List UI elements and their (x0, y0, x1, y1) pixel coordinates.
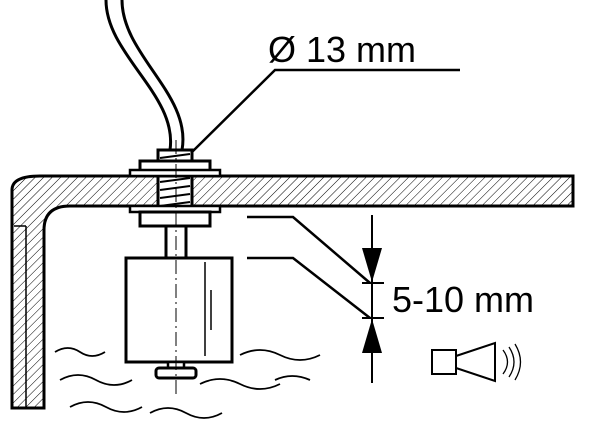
cable (104, 0, 185, 152)
liquid-waves (54, 347, 321, 419)
diameter-leader (191, 68, 460, 153)
dimension-arrow-down (362, 248, 382, 282)
distance-label: 5-10 mm (392, 279, 534, 320)
dimension-arrow-up (362, 319, 382, 353)
sensor-icon (431, 341, 496, 383)
lower-nut (138, 210, 212, 228)
float-body (124, 256, 234, 364)
tank-wall (10, 174, 575, 410)
dimension-leader-top (247, 215, 371, 284)
sound-wave-icon (502, 343, 522, 381)
dimension-leader-bottom (247, 256, 371, 319)
upper-washer (128, 168, 222, 178)
diameter-label: Ø 13 mm (268, 29, 416, 70)
